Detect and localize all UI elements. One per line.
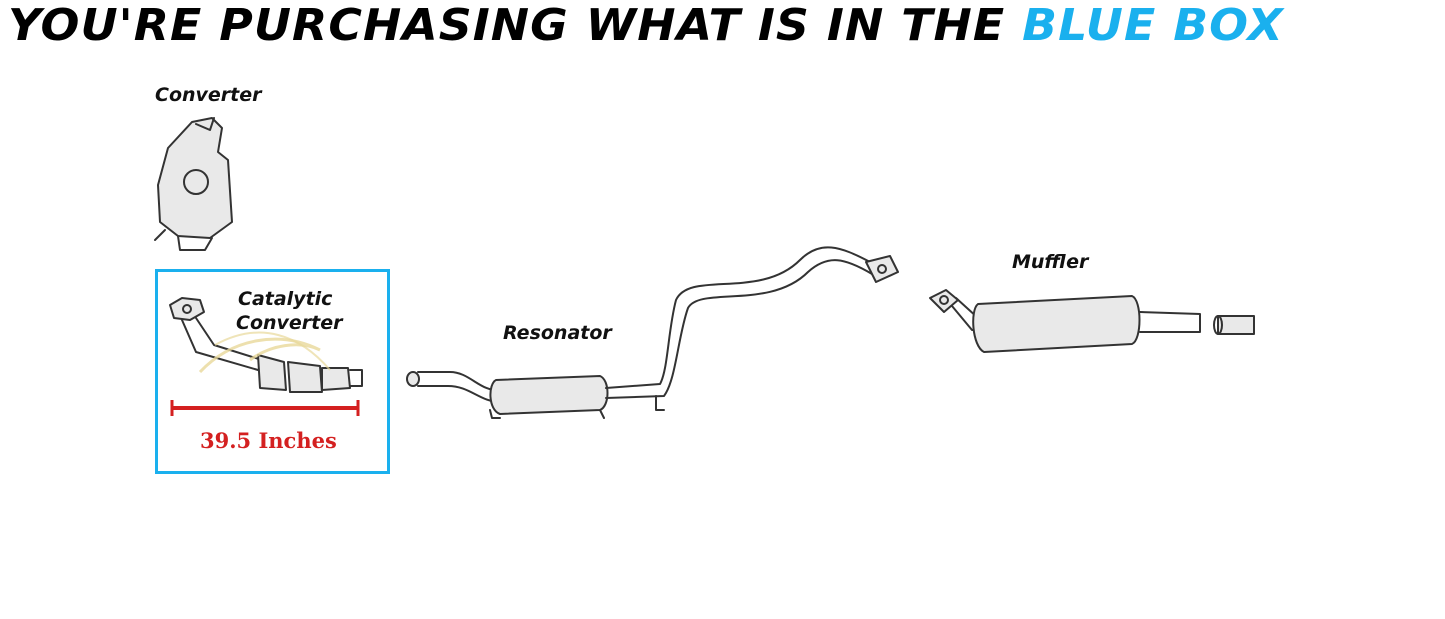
resonator-label: Resonator <box>503 322 612 344</box>
headline-main: YOU'RE PURCHASING WHAT IS IN THE <box>8 0 1023 51</box>
catalytic-label-line1: Catalytic <box>238 288 333 310</box>
converter-illustration <box>154 117 233 251</box>
catalytic-label-line2: Converter <box>236 312 343 334</box>
length-measure-line <box>170 400 360 416</box>
headline-highlight: BLUE BOX <box>1022 0 1284 51</box>
catalytic-converter-label: Catalytic Converter <box>236 287 343 335</box>
muffler-label: Muffler <box>1012 251 1089 273</box>
length-measurement-label: 39.5 Inches <box>200 428 337 453</box>
headline: YOU'RE PURCHASING WHAT IS IN THE BLUE BO… <box>8 0 1445 52</box>
converter-label: Converter <box>155 84 262 106</box>
catalytic-converter-illustration <box>169 297 363 393</box>
muffler-illustration <box>929 289 1255 353</box>
blue-box-highlight <box>155 269 390 474</box>
resonator-illustration <box>406 246 899 419</box>
